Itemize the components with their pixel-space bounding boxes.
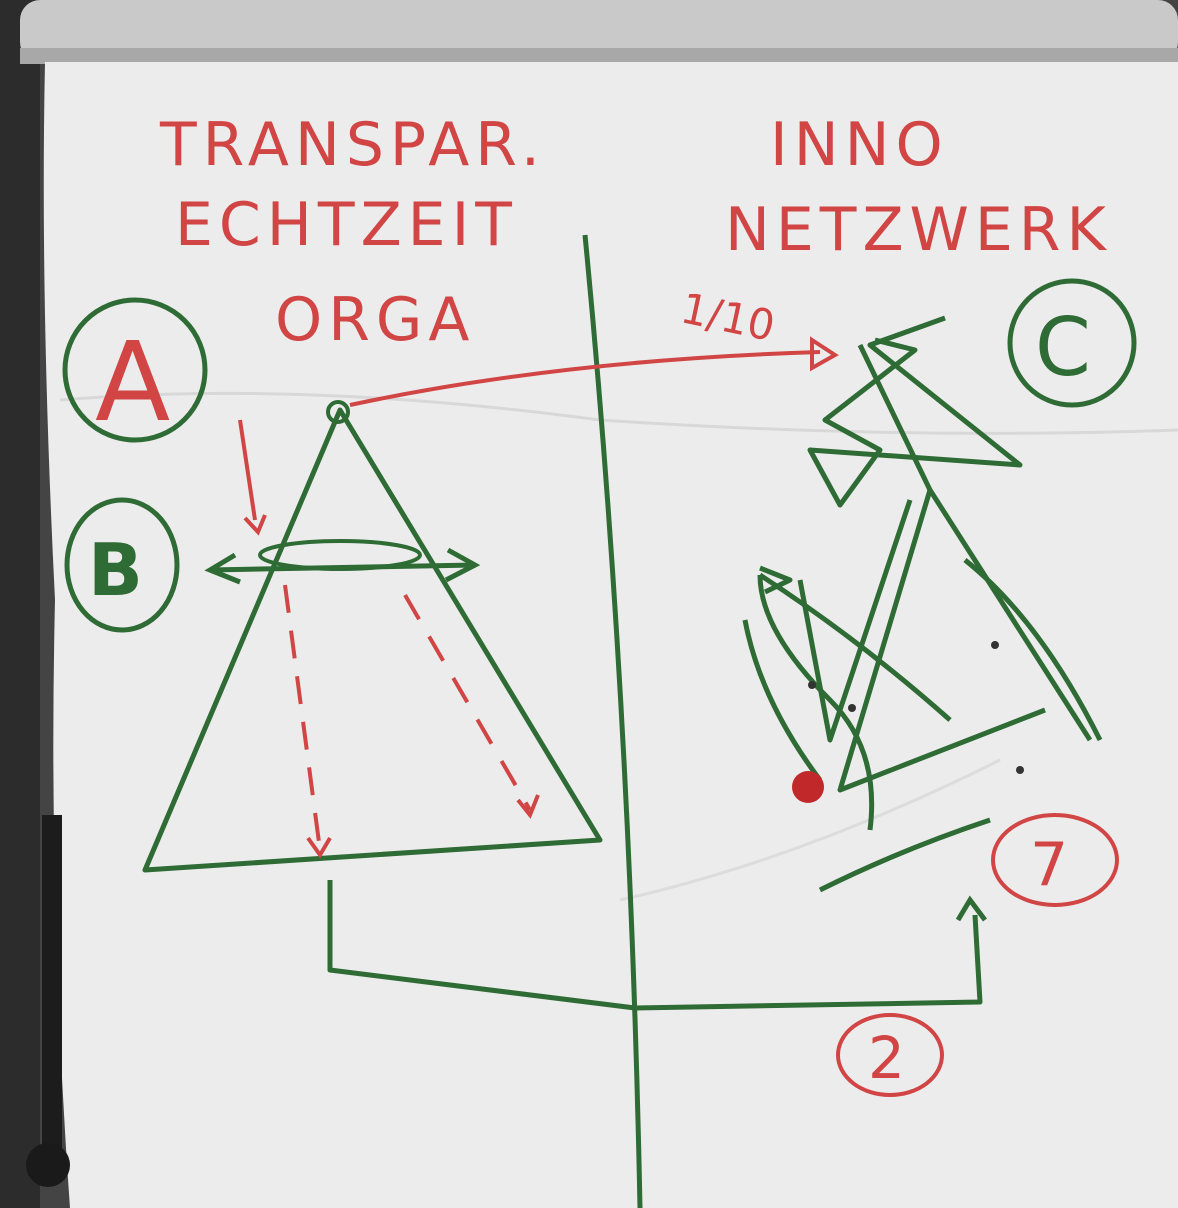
- easel-wheel: [26, 1143, 70, 1187]
- left-heading-line3: ORGA: [275, 285, 475, 355]
- network-dot: [991, 641, 999, 649]
- label-circle-right: 7: [1030, 830, 1068, 900]
- right-heading-line2: NETZWERK: [725, 195, 1112, 265]
- easel-leg: [42, 815, 62, 1175]
- easel-frame: [0, 0, 40, 1208]
- network-dot: [808, 681, 816, 689]
- label-b: B: [88, 528, 143, 612]
- right-heading-line1: INNO: [770, 110, 949, 180]
- label-circle-bottom: 2: [868, 1024, 905, 1092]
- paper-roll-shadow: [20, 48, 1178, 64]
- network-dot: [1016, 766, 1024, 774]
- network-dot: [848, 704, 856, 712]
- label-c: C: [1035, 301, 1091, 394]
- left-heading-line2: ECHTZEIT: [175, 190, 518, 260]
- red-dot: [792, 771, 824, 803]
- left-heading-line1: TRANSPAR.: [159, 110, 546, 180]
- label-a: A: [95, 318, 170, 446]
